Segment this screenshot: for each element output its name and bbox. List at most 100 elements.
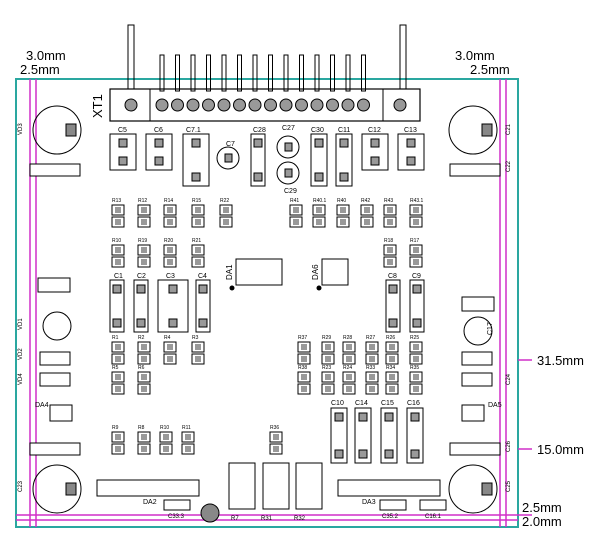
- connector-pin-pad: [217, 98, 231, 112]
- chip-da1: DA1: [225, 258, 283, 291]
- resistor-label: R28: [343, 335, 352, 341]
- connector-pin: [206, 54, 211, 92]
- resistor-r5: [111, 371, 125, 395]
- resistor-label: R41: [290, 198, 299, 204]
- resistor-r40: [336, 204, 350, 228]
- connector-pin-pad: [248, 98, 262, 112]
- board-outline: [15, 78, 519, 528]
- resistor-label: R27: [366, 335, 375, 341]
- resistor-label: R26: [386, 335, 395, 341]
- resistor-r41: [289, 204, 303, 228]
- resistor-r12: [137, 204, 151, 228]
- resistor-label: R23: [322, 365, 331, 371]
- corner-label: VD1: [18, 318, 24, 330]
- connector-pin-pad: [310, 98, 324, 112]
- array-da2-label: DA2: [143, 499, 157, 506]
- resistor-label: R5: [112, 365, 119, 371]
- resistor-label: R43.1: [410, 198, 424, 204]
- resistor-label: R13: [112, 198, 121, 204]
- dim-bottom-a: 2.5mm: [522, 500, 562, 515]
- resistor-label: R34: [386, 365, 395, 371]
- resistor-r34: [385, 371, 399, 395]
- connector-pin: [361, 54, 366, 92]
- resistor-label: R12: [138, 198, 147, 204]
- array-da2: DA2: [96, 479, 200, 506]
- capacitor-label: C4: [198, 273, 207, 280]
- capacitor-c6: [145, 133, 173, 171]
- capacitor-label: C5: [118, 127, 127, 134]
- resistor-r24: [342, 371, 356, 395]
- resistor-r8: [137, 431, 151, 455]
- capacitor-c12: [361, 133, 389, 171]
- resistor-r35: [409, 371, 423, 395]
- resistor-label: R37: [298, 335, 307, 341]
- corner-label: C22: [506, 160, 512, 172]
- resistor-label: R22: [220, 198, 229, 204]
- capacitor-c14: [354, 407, 372, 464]
- capacitor-label: C6: [154, 127, 163, 134]
- corner-label: C25: [506, 480, 512, 492]
- resistor-r2: [137, 341, 151, 365]
- resistor-label: R10: [112, 238, 121, 244]
- connector-pin: [345, 54, 351, 92]
- dim-top-right-a: 3.0mm: [455, 48, 495, 63]
- capacitor-label: C3: [166, 273, 175, 280]
- capacitor-c15: [380, 407, 398, 464]
- resistor-label: R1: [112, 335, 119, 341]
- connector-pin: [190, 54, 196, 92]
- connector-pin-pad: [279, 98, 293, 112]
- connector-pin-pad: [295, 98, 308, 112]
- connector-pin-pad: [186, 98, 200, 112]
- resistor-r28: [342, 341, 356, 365]
- resistor-label: R38: [298, 365, 307, 371]
- resistor-r27: [365, 341, 379, 365]
- capacitor-c1: [109, 279, 125, 333]
- capacitor-label: C16: [407, 400, 420, 407]
- resistor-r18: [383, 244, 397, 268]
- resistor-r29: [321, 341, 335, 365]
- capacitor-c11: [335, 133, 353, 187]
- corner-label: C26: [506, 440, 512, 452]
- dim-right-2: 15.0mm: [537, 442, 584, 457]
- connector-pin-pad: [341, 98, 355, 112]
- smd-pad-pair: [419, 499, 447, 511]
- connector-pin: [314, 54, 320, 92]
- resistor-r26: [385, 341, 399, 365]
- capacitor-c7: [216, 146, 240, 170]
- connector-pin-pad: [155, 98, 169, 112]
- capacitor-c16: [406, 407, 424, 464]
- corner-label: VD2: [18, 348, 24, 360]
- connector-pin: [175, 54, 180, 92]
- resistor-r6: [137, 371, 151, 395]
- resistor-r11: [181, 431, 195, 455]
- resistor-label: R21: [192, 238, 201, 244]
- resistor-label: R17: [410, 238, 419, 244]
- capacitor-c2: [133, 279, 149, 333]
- smd-pad-pair: [163, 499, 191, 511]
- capacitor-label: C14: [355, 400, 368, 407]
- da5-label: DA5: [488, 402, 502, 409]
- connector-pin: [283, 54, 289, 92]
- resistor-r43.1: [409, 204, 423, 228]
- dim-bottom-b: 2.0mm: [522, 514, 562, 529]
- corner-label: VD3: [18, 123, 24, 135]
- capacitor-c8: [385, 279, 401, 333]
- resistor-r25: [409, 341, 423, 365]
- resistor-label: R11: [182, 425, 191, 431]
- resistor-label: R36: [270, 425, 279, 431]
- capacitor-c7.1: [182, 133, 210, 187]
- capacitor-c10: [330, 407, 348, 464]
- capacitor-label: C12: [368, 127, 381, 134]
- chip-da6: DA6: [311, 258, 349, 291]
- c17-label: C17: [487, 322, 494, 335]
- resistor-label: R3: [192, 335, 199, 341]
- corner-label: C21: [506, 123, 512, 135]
- capacitor-label: C15: [381, 400, 394, 407]
- resistor-r9: [111, 431, 125, 455]
- corner-label: VD4: [18, 373, 24, 385]
- corner-label: C23: [18, 480, 24, 492]
- capacitor-label: C27: [282, 125, 295, 132]
- dim-top-left-b: 2.5mm: [20, 62, 60, 77]
- resistor-r20: [163, 244, 177, 268]
